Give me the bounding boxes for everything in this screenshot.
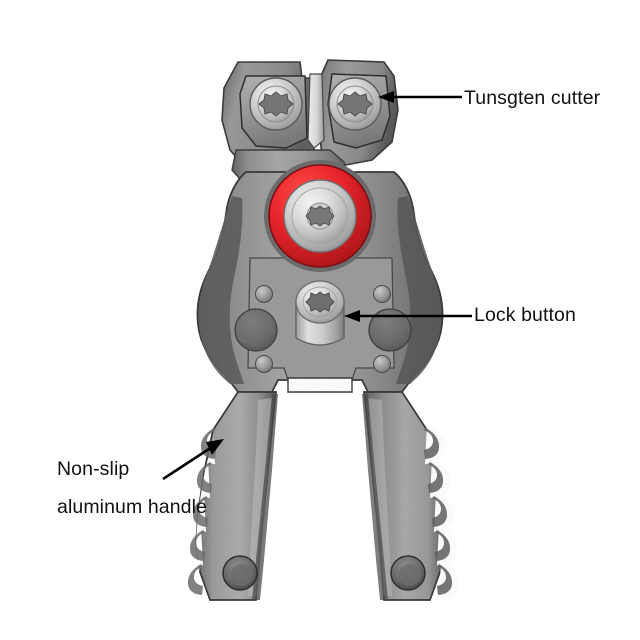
handle-left-lanyard-hole-inner [231, 564, 253, 586]
lock-button-screw [305, 291, 335, 313]
callout-label-tungsten-cutter: Tunsgten cutter [464, 87, 601, 109]
torx-recess-icon [305, 205, 335, 227]
leader-arrow-tungsten-cutter [378, 91, 394, 103]
body-left-shadow [198, 196, 244, 384]
pivot-screw [305, 202, 335, 230]
handle-right-groove-shading [424, 428, 453, 595]
handle-left [187, 391, 278, 601]
cutter-screw-left [249, 77, 303, 131]
callout-label-non-slip-handle-line1: Non-slip [57, 458, 130, 480]
rivet-top-right [373, 285, 391, 303]
body-window-notch [287, 377, 353, 393]
rivet-top-left [255, 285, 273, 303]
callout-label-non-slip-handle: Non-slip aluminum handle [57, 450, 257, 526]
handle-left-inner-shadow [252, 394, 278, 600]
rivet-bottom-right [373, 355, 391, 373]
cutter-screw-right [328, 77, 382, 131]
torx-recess-icon [258, 91, 294, 117]
callout-label-lock-button: Lock button [474, 304, 576, 326]
body-recess-hole-left [234, 308, 278, 352]
torx-recess-icon [337, 91, 373, 117]
callout-leader-lines [162, 91, 472, 481]
cutter-blade [307, 73, 325, 149]
leader-arrow-non-slip-handle [206, 439, 224, 455]
handle-right-inner-shadow [362, 394, 388, 600]
cutter-jaw-screws [249, 77, 382, 131]
torx-recess-icon [305, 291, 335, 313]
handle-right [362, 391, 460, 601]
leader-line-non-slip-handle [162, 445, 213, 481]
handle-left-highlight [248, 398, 272, 596]
handle-right-lanyard-hole-inner [399, 564, 421, 586]
callout-label-non-slip-handle-line2: aluminum handle [57, 496, 208, 518]
lock-button-assembly [234, 280, 412, 373]
pivot-assembly [264, 160, 376, 272]
rivet-bottom-left [255, 355, 273, 373]
body-right-shadow [396, 196, 442, 384]
leader-arrow-lock-button [344, 310, 360, 322]
handle-right-highlight [368, 398, 392, 596]
body-recess-hole-right [368, 308, 412, 352]
